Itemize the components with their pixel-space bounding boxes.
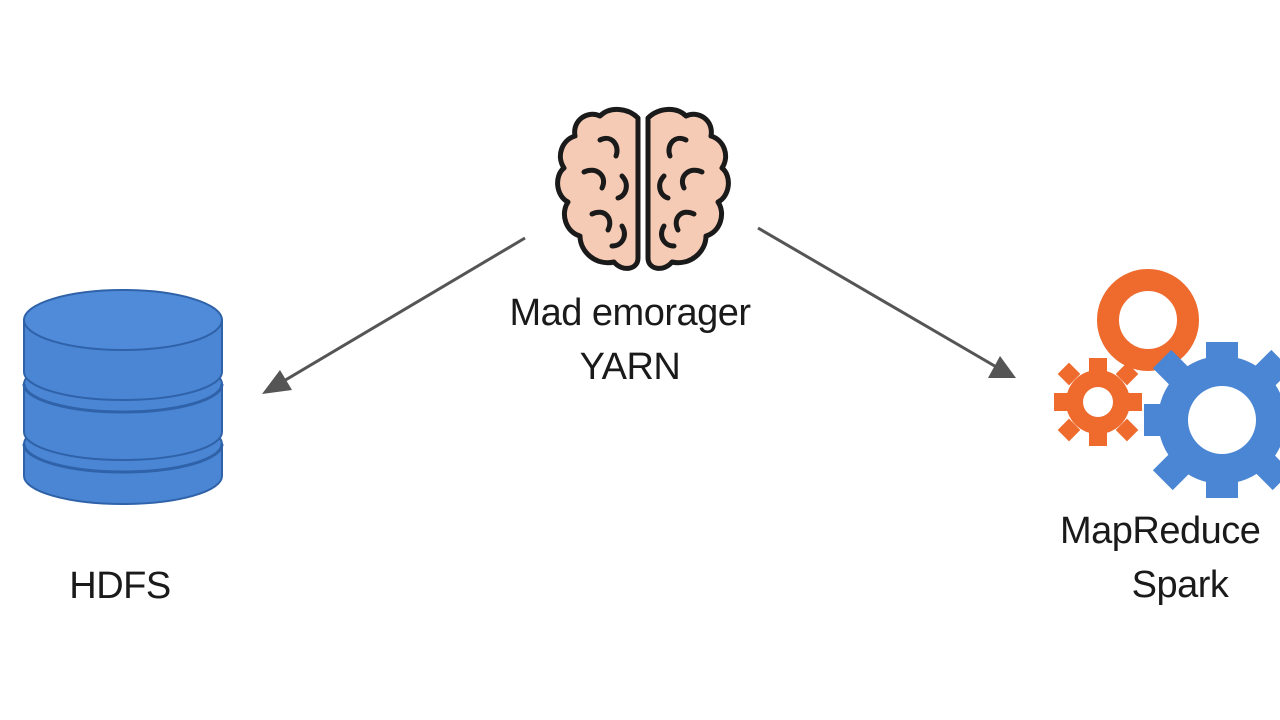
yarn-title: Mad emorager: [509, 292, 751, 334]
small-orange-gear: [1054, 358, 1142, 446]
compute-label-line2: Spark: [1131, 564, 1229, 606]
orange-ring-gear: [1097, 269, 1199, 371]
brain-icon: [555, 107, 731, 271]
hdfs-label: HDFS: [69, 565, 171, 607]
compute-label-line1: MapReduce: [1060, 510, 1261, 552]
gears-icon: [1054, 269, 1280, 498]
arrow-yarn-to-hdfs: [262, 236, 526, 394]
large-blue-gear: [1144, 342, 1280, 498]
arrow-yarn-to-compute: [757, 226, 1016, 378]
yarn-subtitle: YARN: [579, 346, 681, 388]
database-icon: [22, 289, 224, 505]
